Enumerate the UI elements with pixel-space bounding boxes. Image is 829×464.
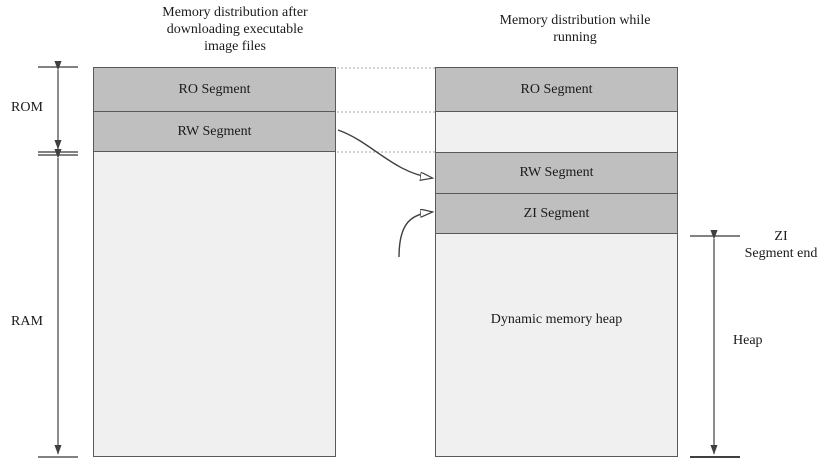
right-diagram-title: Memory distribution while running xyxy=(499,13,651,45)
left-diagram-title: Memory distribution after downloading ex… xyxy=(162,5,308,54)
bracket-label-ram: RAM xyxy=(11,314,43,329)
right-segment-rw-label: RW Segment xyxy=(519,165,594,180)
right-segment-ro: RO Segment xyxy=(435,67,678,112)
left-segment-rw-label: RW Segment xyxy=(177,123,252,139)
left-segment-rw: RW Segment xyxy=(93,111,336,152)
left-segment-free xyxy=(93,151,336,457)
guide-lines xyxy=(337,67,435,153)
right-segment-zi-label: ZI Segment xyxy=(523,205,590,221)
right-memory-column: RO Segment RW Segment ZI Segment Dynamic… xyxy=(435,67,678,457)
left-segment-ro: RO Segment xyxy=(93,67,336,112)
bracket-label-zi-segment-end: ZI Segment end xyxy=(744,229,818,261)
bracket-label-heap: Heap xyxy=(733,333,763,348)
left-memory-column: RO Segment RW Segment xyxy=(93,67,336,457)
right-segment-heap: Dynamic memory heap xyxy=(435,233,678,457)
connector-arrow-rw xyxy=(337,129,432,178)
left-segment-ro-label: RO Segment xyxy=(178,81,251,97)
right-segment-gap xyxy=(435,111,678,153)
right-segment-heap-label: Dynamic memory heap xyxy=(490,312,623,327)
bracket-label-rom: ROM xyxy=(11,100,43,115)
connector-arrow-zi xyxy=(398,212,432,258)
bracket-ram xyxy=(38,148,78,458)
right-segment-rw: RW Segment xyxy=(435,152,678,194)
right-segment-ro-label: RO Segment xyxy=(520,81,593,97)
right-segment-zi: ZI Segment xyxy=(435,193,678,234)
